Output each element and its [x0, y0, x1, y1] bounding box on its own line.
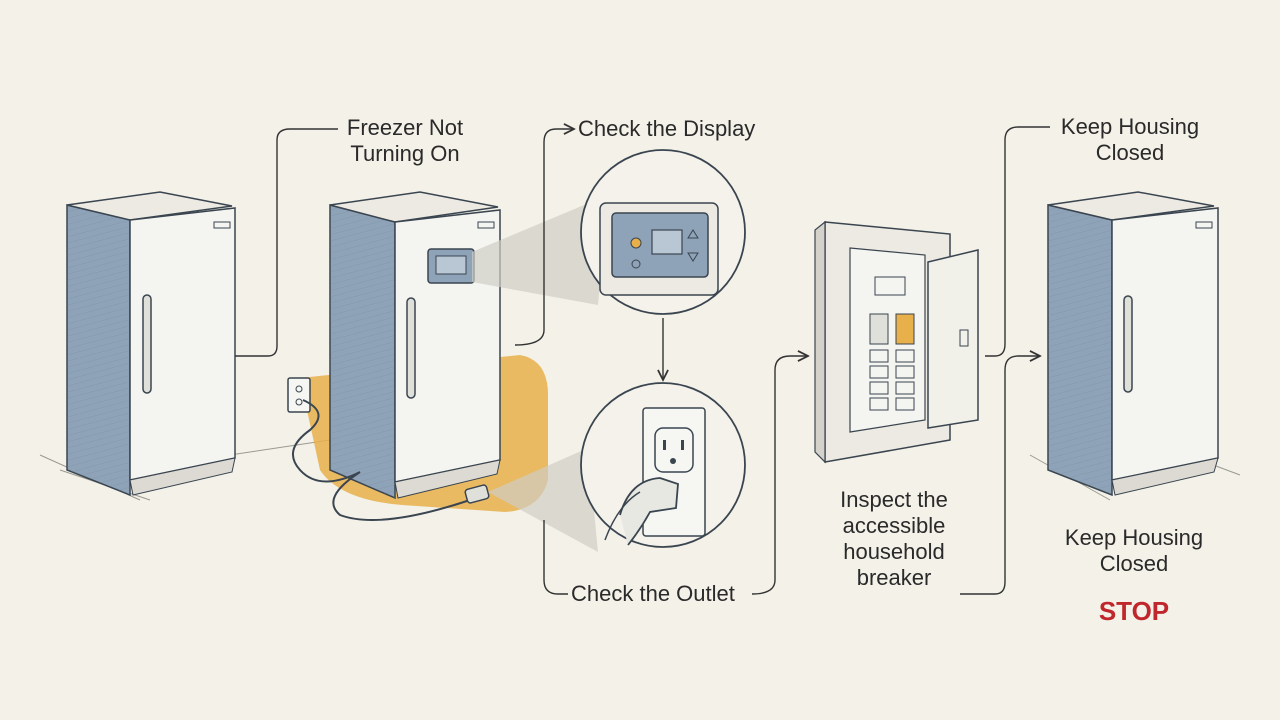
label-freezer-not-turning-on: Freezer Not Turning On — [346, 115, 464, 166]
zoom-cone-outlet — [488, 448, 598, 552]
freezer-3 — [1047, 191, 1219, 497]
outlet-zoom — [580, 382, 746, 548]
label-check-display: Check the Display — [578, 116, 756, 141]
stop-label: STOP — [1098, 596, 1170, 626]
freezer-1 — [66, 191, 236, 497]
freezer-2 — [329, 191, 501, 500]
zoom-cone-display — [472, 195, 608, 305]
label-inspect-breaker: Inspect the accessible household breaker — [840, 487, 948, 590]
plug-icon — [464, 484, 490, 504]
connector-lines — [235, 127, 1050, 595]
wall-outlet-small — [287, 377, 311, 413]
power-cord — [291, 399, 471, 521]
label-check-outlet: Check the Outlet — [571, 581, 735, 606]
display-zoom — [580, 149, 746, 315]
label-keep-housing-closed-top: Keep Housing Closed — [1060, 114, 1200, 165]
control-panel-icon — [427, 248, 475, 284]
label-keep-housing-closed-bottom: Keep Housing Closed — [1064, 525, 1204, 576]
breaker-panel — [814, 220, 979, 464]
